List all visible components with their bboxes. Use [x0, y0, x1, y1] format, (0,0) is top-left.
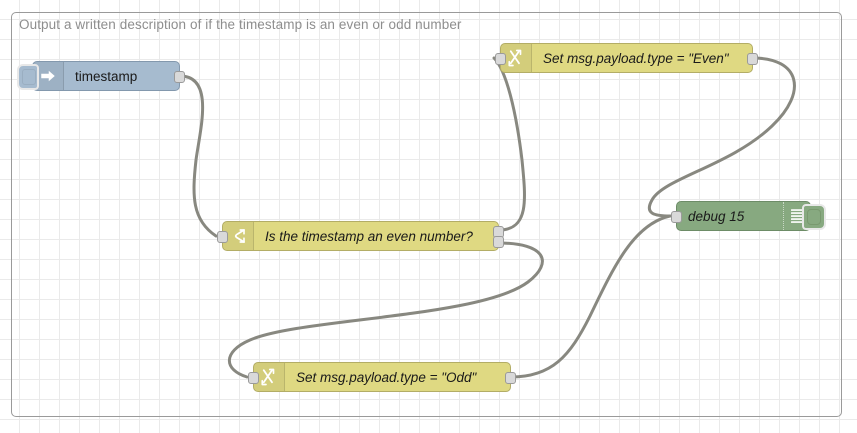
inject-node-timestamp-label: timestamp [75, 68, 138, 84]
switch-node-even-check-label: Is the timestamp an even number? [265, 228, 473, 244]
debug-lines-icon [791, 209, 803, 223]
debug-enable-button-inner [807, 209, 821, 225]
change-node-odd-output-port-0[interactable] [505, 372, 516, 384]
change-node-even-label: Set msg.payload.type = "Even" [543, 50, 729, 66]
inject-node-timestamp-output-port-0[interactable] [174, 71, 185, 83]
debug-lines-icon-container [783, 202, 810, 230]
change-node-odd-input-port[interactable] [248, 372, 259, 384]
swap-arrows-icon [508, 49, 522, 67]
inject-trigger-button-inner [22, 69, 36, 85]
debug-node-15-input-port[interactable] [671, 211, 682, 223]
inject-node-timestamp[interactable]: timestamp [17, 61, 185, 91]
flow-group-box[interactable] [11, 12, 842, 417]
change-node-odd-label: Set msg.payload.type = "Odd" [296, 369, 477, 385]
debug-node-15[interactable]: debug 15 [671, 201, 826, 231]
change-node-even-output-port-0[interactable] [747, 53, 758, 65]
change-node-even[interactable]: Set msg.payload.type = "Even" [495, 43, 758, 73]
swap-arrows-icon-container [254, 363, 285, 391]
debug-node-15-label: debug 15 [688, 208, 745, 224]
branch-icon-container [223, 222, 254, 250]
switch-node-even-check[interactable]: Is the timestamp an even number? [217, 221, 504, 251]
change-node-odd[interactable]: Set msg.payload.type = "Odd" [248, 362, 516, 392]
flow-group-label: Output a written description of if the t… [19, 17, 462, 32]
swap-arrows-icon [261, 368, 275, 386]
inject-trigger-button[interactable] [17, 64, 39, 90]
switch-node-even-check-output-port-1[interactable] [493, 236, 504, 248]
debug-enable-button[interactable] [802, 204, 826, 230]
change-node-even-input-port[interactable] [495, 53, 506, 65]
arrow-right-icon [41, 70, 55, 82]
swap-arrows-icon-container [501, 44, 532, 72]
switch-node-even-check-input-port[interactable] [217, 231, 228, 243]
branch-icon [234, 229, 245, 243]
